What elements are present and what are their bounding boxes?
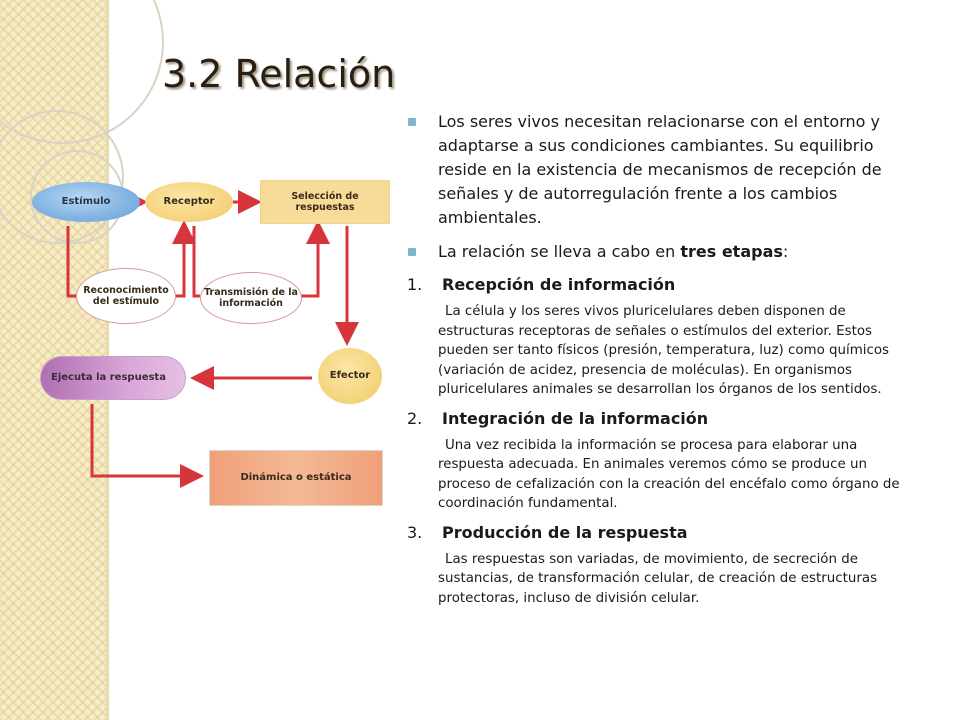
bullet-icon xyxy=(408,248,416,256)
node-efector: Efector xyxy=(318,348,382,404)
decorative-arc xyxy=(0,110,124,244)
bullet-text: La relación se lleva a cabo en xyxy=(438,242,681,261)
bullet-item: Los seres vivos necesitan relacionarse c… xyxy=(407,110,907,230)
step-paragraph: La célula y los seres vivos pluricelular… xyxy=(438,304,890,397)
content-area: Los seres vivos necesitan relacionarse c… xyxy=(407,110,907,616)
step-text: Una vez recibida la información se proce… xyxy=(407,436,907,514)
node-ejecuta: Ejecuta la respuesta xyxy=(40,356,186,400)
step-title: Recepción de información xyxy=(442,275,676,294)
step-number: 2. xyxy=(407,408,423,428)
step-title: Integración de la información xyxy=(442,408,709,428)
step-text: La célula y los seres vivos pluricelular… xyxy=(407,302,907,400)
node-reconocimiento: Reconocimiento del estímulo xyxy=(76,268,176,324)
arrow-ejecuta-dinamica xyxy=(90,404,204,488)
step-heading: 3. Producción de la respuesta xyxy=(407,522,907,544)
bullet-bold: tres etapas xyxy=(680,242,783,261)
step-title: Producción de la respuesta xyxy=(442,522,688,542)
arrow-transm-right xyxy=(300,220,330,298)
relation-diagram: Estímulo Receptor Selección de respuesta… xyxy=(0,0,400,720)
step-paragraph: Una vez recibida la información se proce… xyxy=(438,437,900,512)
bullet-text-end: : xyxy=(782,242,789,261)
node-transmision: Transmisión de la información xyxy=(200,272,302,324)
node-receptor: Receptor xyxy=(145,182,233,222)
step-heading: 2. Integración de la información xyxy=(407,408,907,430)
node-estimulo: Estímulo xyxy=(32,182,140,222)
bullet-item: La relación se lleva a cabo en tres etap… xyxy=(407,240,907,264)
bullet-text: Los seres vivos necesitan relacionarse c… xyxy=(438,112,882,227)
page-title: 3.2 Relación xyxy=(162,52,396,96)
node-dinamica: Dinámica o estática xyxy=(209,450,383,506)
step-text: Las respuestas son variadas, de movimien… xyxy=(407,550,907,609)
arrow-feedback-right xyxy=(172,220,196,298)
step-paragraph: Las respuestas son variadas, de movimien… xyxy=(438,551,878,606)
step-number: 1. xyxy=(407,275,423,294)
step-heading: 1. Recepción de información xyxy=(407,274,907,296)
step-number: 3. xyxy=(407,522,423,542)
node-seleccion: Selección de respuestas xyxy=(260,180,390,224)
bullet-icon xyxy=(408,118,416,126)
arrow-transm xyxy=(192,226,200,298)
